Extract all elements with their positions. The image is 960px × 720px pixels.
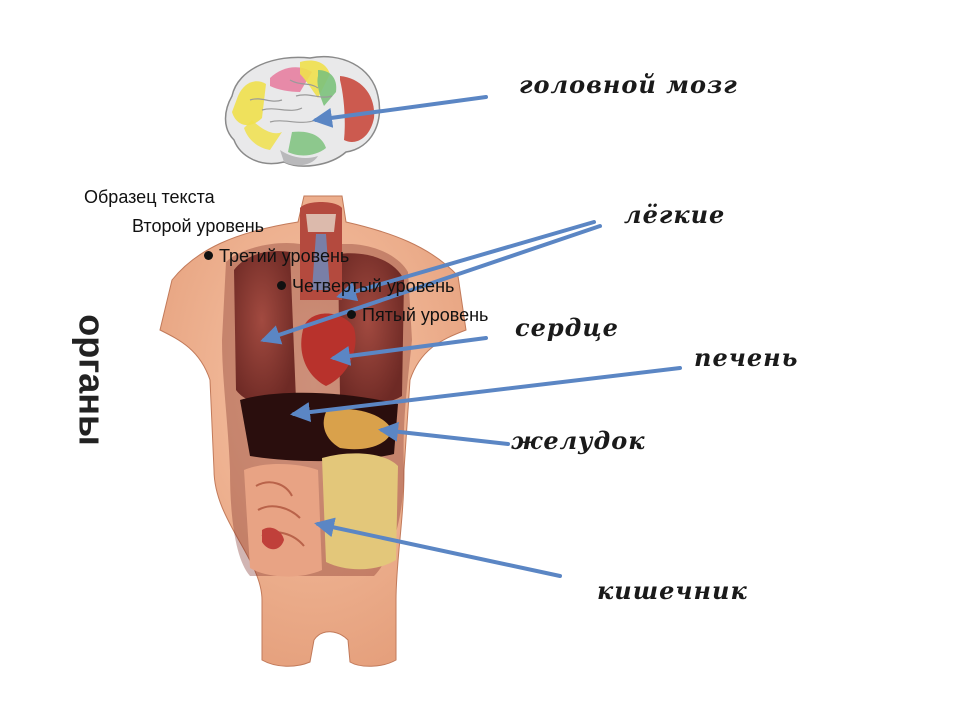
arrow-brain [312, 95, 488, 128]
arrow-lungs-a [336, 220, 596, 302]
pointer-arrows [260, 95, 682, 578]
placeholder-level-4-text: Четвертый уровень [292, 276, 455, 296]
placeholder-level-4[interactable]: Четвертый уровень [277, 276, 454, 297]
label-brain: головной мозг [519, 70, 738, 99]
placeholder-level-5-text: Пятый уровень [362, 305, 489, 325]
slide-title-container: органы [52, 300, 132, 460]
placeholder-level-2[interactable]: Второй уровень [132, 216, 264, 237]
label-liver: печень [694, 343, 799, 372]
arrow-liver [290, 366, 682, 423]
arrow-lungs-b [260, 224, 602, 345]
label-stomach: желудок [511, 426, 646, 455]
bullet-icon [277, 280, 286, 290]
arrow-stomach [378, 421, 510, 446]
placeholder-level-2-text: Второй уровень [132, 216, 265, 236]
bullet-icon [204, 250, 213, 260]
placeholder-level-1[interactable]: Образец текста [84, 187, 215, 208]
placeholder-level-3-text: Третий уровень [219, 246, 350, 266]
label-intestine: кишечник [597, 576, 748, 605]
bullet-icon [347, 309, 356, 319]
arrow-heart [330, 336, 488, 366]
brain-illustration [224, 56, 381, 167]
placeholder-level-5[interactable]: Пятый уровень [347, 305, 488, 326]
label-heart: сердце [515, 313, 619, 342]
torso-illustration [159, 195, 467, 667]
slide-title: органы [72, 314, 114, 446]
placeholder-level-3[interactable]: Третий уровень [204, 246, 349, 267]
placeholder-level-1-text: Образец текста [84, 187, 215, 207]
arrow-intestine [314, 517, 562, 578]
label-lungs: лёгкие [624, 200, 726, 229]
